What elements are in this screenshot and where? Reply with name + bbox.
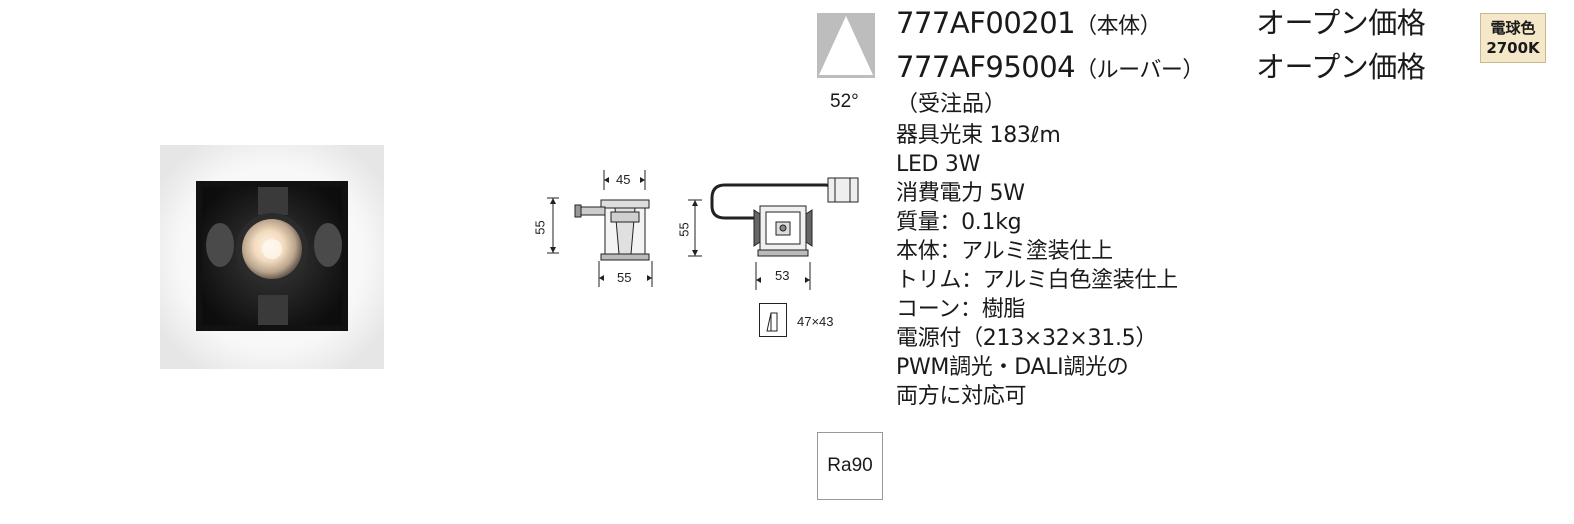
color-temperature-badge: 電球色 2700K <box>1480 13 1546 63</box>
spec-power-supply: 電源付（213×32×31.5） <box>896 326 1158 351</box>
model-number-louver: 777AF95004 <box>896 50 1076 84</box>
ceiling-cutout-icon <box>759 303 787 337</box>
spec-dimming-note: 両方に対応可 <box>896 384 1027 409</box>
dimension-side-width: 53 <box>775 268 790 283</box>
color-badge-line1: 電球色 <box>1490 19 1536 37</box>
model-suffix-body: （本体） <box>1075 14 1162 39</box>
spec-trim-finish: トリム：アルミ白色塗装仕上 <box>896 268 1178 293</box>
spec-body-finish: 本体：アルミ塗装仕上 <box>896 239 1113 264</box>
beam-angle-icon <box>817 13 875 78</box>
model-line-body: 777AF00201（本体） <box>896 6 1162 44</box>
color-badge-line2: 2700K <box>1486 39 1540 57</box>
cutout-dimension: 47×43 <box>797 314 834 329</box>
model-number-body: 777AF00201 <box>896 6 1076 40</box>
spec-power-consumption: 消費電力 5W <box>896 181 1025 206</box>
dimension-left-height: 55 <box>532 220 548 235</box>
model-price-louver: オープン価格 <box>1256 50 1426 84</box>
model-line-louver: 777AF95004（ルーバー） <box>896 50 1204 88</box>
spec-list: 器具光束 183ℓm LED 3W 消費電力 5W 質量：0.1kg 本体：アル… <box>896 121 1178 411</box>
beam-angle-label: 52° <box>830 91 859 112</box>
spec-mass: 質量：0.1kg <box>896 210 1022 235</box>
dimension-top-width: 45 <box>616 172 631 187</box>
product-photo <box>160 145 384 369</box>
spec-cone-material: コーン：樹脂 <box>896 297 1026 322</box>
side-view-drawing: 55 53 <box>676 170 865 295</box>
dimension-bottom-width: 55 <box>617 270 632 285</box>
dimension-side-height: 55 <box>676 222 692 237</box>
front-view-drawing: 45 55 55 <box>532 160 660 295</box>
spec-led-power: LED 3W <box>896 152 981 177</box>
order-note: （受注品） <box>896 92 1007 117</box>
model-suffix-louver: （ルーバー） <box>1075 58 1204 83</box>
spec-luminous-flux: 器具光束 183ℓm <box>896 123 1061 148</box>
model-price-body: オープン価格 <box>1256 6 1426 40</box>
ra-badge: Ra90 <box>817 432 883 500</box>
spec-dimming: PWM調光・DALI調光の <box>896 355 1129 380</box>
